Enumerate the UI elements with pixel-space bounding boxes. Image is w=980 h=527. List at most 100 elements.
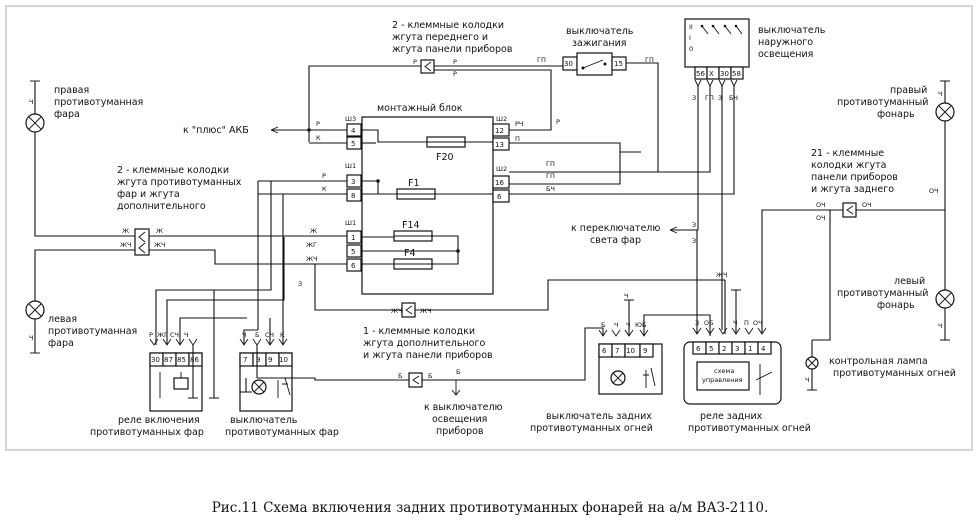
- svg-text:6: 6: [696, 345, 701, 353]
- svg-text:П: П: [515, 135, 520, 143]
- pin-label: 8: [351, 192, 355, 200]
- svg-text:Ч: Ч: [614, 321, 618, 329]
- pin-label: 16: [495, 179, 504, 187]
- outdoor-light-switch: II I 0 56 X 30 58 З ГП З БЧ: [684, 18, 750, 102]
- svg-text:9: 9: [256, 356, 260, 364]
- svg-text:Ч: Ч: [733, 319, 737, 327]
- svg-text:К: К: [316, 134, 321, 142]
- svg-text:Ч: Ч: [29, 98, 33, 106]
- svg-text:II: II: [689, 23, 693, 31]
- svg-text:ГП: ГП: [645, 56, 654, 64]
- pin-label: 5: [351, 140, 355, 148]
- svg-text:Ж: Ж: [156, 227, 163, 235]
- svg-text:ОЧ: ОЧ: [929, 187, 939, 195]
- svg-text:Б: Б: [428, 372, 432, 380]
- pin-label: 1: [351, 234, 355, 242]
- svg-text:ЖЧ: ЖЧ: [120, 241, 131, 249]
- akb-label: к "плюс" АКБ: [183, 125, 249, 136]
- svg-text:Ч: Ч: [184, 331, 188, 339]
- svg-text:7: 7: [243, 356, 247, 364]
- svg-text:ЖГ: ЖГ: [157, 331, 168, 339]
- pin-label: 4: [351, 127, 356, 135]
- svg-text:Ч: Ч: [938, 322, 942, 330]
- svg-text:Р: Р: [316, 120, 320, 128]
- svg-text:58: 58: [732, 70, 741, 78]
- svg-text:30: 30: [151, 356, 160, 364]
- svg-text:15: 15: [614, 60, 623, 68]
- svg-text:ЖЧ: ЖЧ: [154, 241, 165, 249]
- svg-text:ЖЧ: ЖЧ: [420, 307, 431, 315]
- fuse-label: F1: [408, 178, 420, 189]
- svg-text:ОБ: ОБ: [704, 319, 714, 327]
- pin-label: 6: [351, 262, 356, 270]
- fuse-label: F14: [402, 220, 420, 231]
- socket-label: Ш1: [345, 162, 356, 170]
- svg-text:Р: Р: [556, 118, 560, 126]
- svg-text:1: 1: [748, 345, 752, 353]
- front-harness-connector: Р Р Р: [413, 58, 457, 78]
- svg-text:Р: Р: [149, 331, 153, 339]
- svg-text:ОЧ: ОЧ: [816, 201, 826, 209]
- svg-text:5: 5: [709, 345, 713, 353]
- svg-text:З: З: [692, 94, 696, 102]
- svg-text:0: 0: [689, 45, 693, 53]
- mount-block: монтажный блок Ш3 Ш1 Ш1 Ш2 Ш2 4 5 3 8 1 …: [345, 103, 510, 295]
- svg-text:К: К: [322, 185, 327, 193]
- svg-text:Ж: Ж: [310, 227, 317, 235]
- pin-label: 3: [351, 178, 355, 186]
- svg-text:I: I: [689, 34, 691, 42]
- svg-text:БЧ: БЧ: [546, 185, 555, 193]
- svg-text:З: З: [718, 94, 722, 102]
- svg-text:86: 86: [190, 356, 199, 364]
- svg-text:ОЧ: ОЧ: [753, 319, 763, 327]
- svg-text:ГП: ГП: [546, 160, 555, 168]
- svg-text:10: 10: [279, 356, 288, 364]
- svg-text:З: З: [692, 237, 696, 245]
- svg-text:Ч: Ч: [624, 292, 628, 300]
- mount-block-title: монтажный блок: [377, 103, 463, 114]
- ignition-switch: 30 15 ГП ГП: [537, 52, 654, 76]
- svg-text:85: 85: [177, 356, 186, 364]
- svg-text:Р: Р: [322, 172, 326, 180]
- svg-text:РЧ: РЧ: [515, 120, 523, 128]
- figure-caption: Рис.11 Схема включения задних противотум…: [211, 500, 769, 516]
- svg-text:30: 30: [720, 70, 729, 78]
- svg-text:Ж: Ж: [122, 227, 129, 235]
- svg-text:7: 7: [615, 347, 619, 355]
- fuse-label: F20: [436, 152, 454, 163]
- svg-text:2: 2: [722, 345, 726, 353]
- svg-text:Р: Р: [453, 58, 457, 66]
- svg-text:X: X: [709, 70, 714, 78]
- svg-text:Б: Б: [456, 368, 460, 376]
- diagram-frame: [5, 5, 973, 451]
- svg-text:4: 4: [761, 345, 766, 353]
- svg-text:Б: Б: [398, 372, 402, 380]
- socket-label: Ш3: [345, 115, 356, 123]
- svg-text:ЖЧ: ЖЧ: [306, 255, 317, 263]
- svg-text:ОЧ: ОЧ: [862, 201, 872, 209]
- svg-text:ЖГ: ЖГ: [306, 241, 317, 249]
- svg-text:З: З: [692, 221, 696, 229]
- svg-text:ЮБ: ЮБ: [635, 321, 646, 329]
- svg-text:ОЧ: ОЧ: [816, 214, 826, 222]
- pin-label: 12: [495, 127, 504, 135]
